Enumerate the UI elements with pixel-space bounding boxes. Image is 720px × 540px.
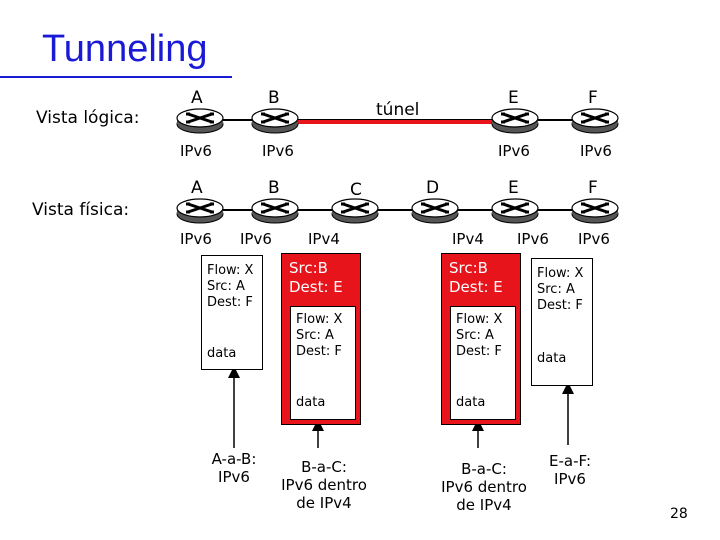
outer-src-field: Src:B (449, 259, 488, 277)
dest-field: Dest: F (456, 344, 502, 359)
title-underline (0, 76, 232, 78)
logical-router-label: A (191, 88, 203, 108)
router-icon (570, 197, 620, 225)
physical-link-label: IPv4 (308, 230, 340, 248)
physical-link-label: IPv6 (578, 230, 610, 248)
flow-field: Flow: X (537, 266, 584, 281)
outer-dest-field: Dest: E (289, 278, 343, 296)
caption-line: de IPv4 (456, 496, 512, 514)
src-field: Src: A (456, 328, 494, 343)
logical-router-label: B (268, 88, 280, 108)
src-field: Src: A (296, 328, 334, 343)
physical-router-label: F (588, 178, 598, 198)
router-icon (570, 107, 620, 135)
caption-line: B-a-C: (461, 460, 507, 478)
src-field: Src: A (207, 279, 245, 294)
logical-protocol-label: IPv6 (262, 142, 294, 160)
logical-router-label: E (508, 88, 519, 108)
physical-router-label: A (191, 178, 203, 198)
page-title: Tunneling (42, 28, 208, 70)
router-icon (250, 107, 300, 135)
router-icon (410, 197, 460, 225)
flow-field: Flow: X (456, 312, 503, 327)
router-icon (175, 107, 225, 135)
caption-line: IPv6 dentro (441, 478, 527, 496)
caption-line: B-a-C: (301, 458, 347, 476)
data-field: data (207, 346, 237, 361)
inner-ipv6-packet: Flow: X Src: A Dest: F data (290, 306, 356, 420)
data-field: data (456, 395, 486, 410)
router-icon (175, 197, 225, 225)
router-icon (490, 107, 540, 135)
data-field: data (296, 395, 326, 410)
src-field: Src: A (537, 282, 575, 297)
logical-protocol-label: IPv6 (180, 142, 212, 160)
flow-field: Flow: X (296, 312, 343, 327)
dest-field: Dest: F (537, 298, 583, 313)
dest-field: Dest: F (296, 344, 342, 359)
logical-protocol-label: IPv6 (498, 142, 530, 160)
physical-router-label: E (508, 178, 519, 198)
outer-dest-field: Dest: E (449, 278, 503, 296)
router-icon (490, 197, 540, 225)
physical-link-label: IPv6 (180, 230, 212, 248)
caption-d-to-e: B-a-C: IPv6 dentro de IPv4 (432, 460, 536, 514)
caption-line: de IPv4 (296, 494, 352, 512)
caption-e-to-f: E-a-F: IPv6 (532, 452, 608, 488)
caption-line: IPv6 (218, 468, 250, 486)
caption-line: A-a-B: (211, 450, 257, 468)
page-number: 28 (670, 506, 688, 522)
caption-a-to-b: A-a-B: IPv6 (196, 450, 272, 486)
dest-field: Dest: F (207, 295, 253, 310)
physical-view-label: Vista física: (32, 200, 130, 220)
logical-protocol-label: IPv6 (580, 142, 612, 160)
ipv6-packet: Flow: X Src: A Dest: F data (531, 258, 593, 386)
flow-field: Flow: X (207, 263, 254, 278)
physical-router-label: C (350, 180, 362, 200)
outer-src-field: Src:B (289, 259, 328, 277)
physical-router-label: D (426, 178, 440, 198)
ipv4-tunnel-packet: Src:B Dest: E Flow: X Src: A Dest: F dat… (441, 253, 521, 425)
router-icon (250, 197, 300, 225)
inner-ipv6-packet: Flow: X Src: A Dest: F data (450, 306, 516, 420)
data-field: data (537, 351, 567, 366)
tunnel-label: túnel (376, 100, 420, 120)
caption-line: IPv6 dentro (281, 476, 367, 494)
physical-link-label: IPv6 (240, 230, 272, 248)
caption-b-to-c: B-a-C: IPv6 dentro de IPv4 (272, 458, 376, 512)
physical-router-label: B (268, 178, 280, 198)
physical-link-label: IPv6 (517, 230, 549, 248)
caption-line: IPv6 (554, 470, 586, 488)
logical-router-label: F (588, 88, 598, 108)
ipv4-tunnel-packet: Src:B Dest: E Flow: X Src: A Dest: F dat… (281, 253, 361, 425)
physical-link-label: IPv4 (452, 230, 484, 248)
ipv6-packet: Flow: X Src: A Dest: F data (201, 255, 263, 370)
logical-view-label: Vista lógica: (36, 108, 140, 128)
caption-line: E-a-F: (548, 452, 591, 470)
router-icon (330, 197, 380, 225)
